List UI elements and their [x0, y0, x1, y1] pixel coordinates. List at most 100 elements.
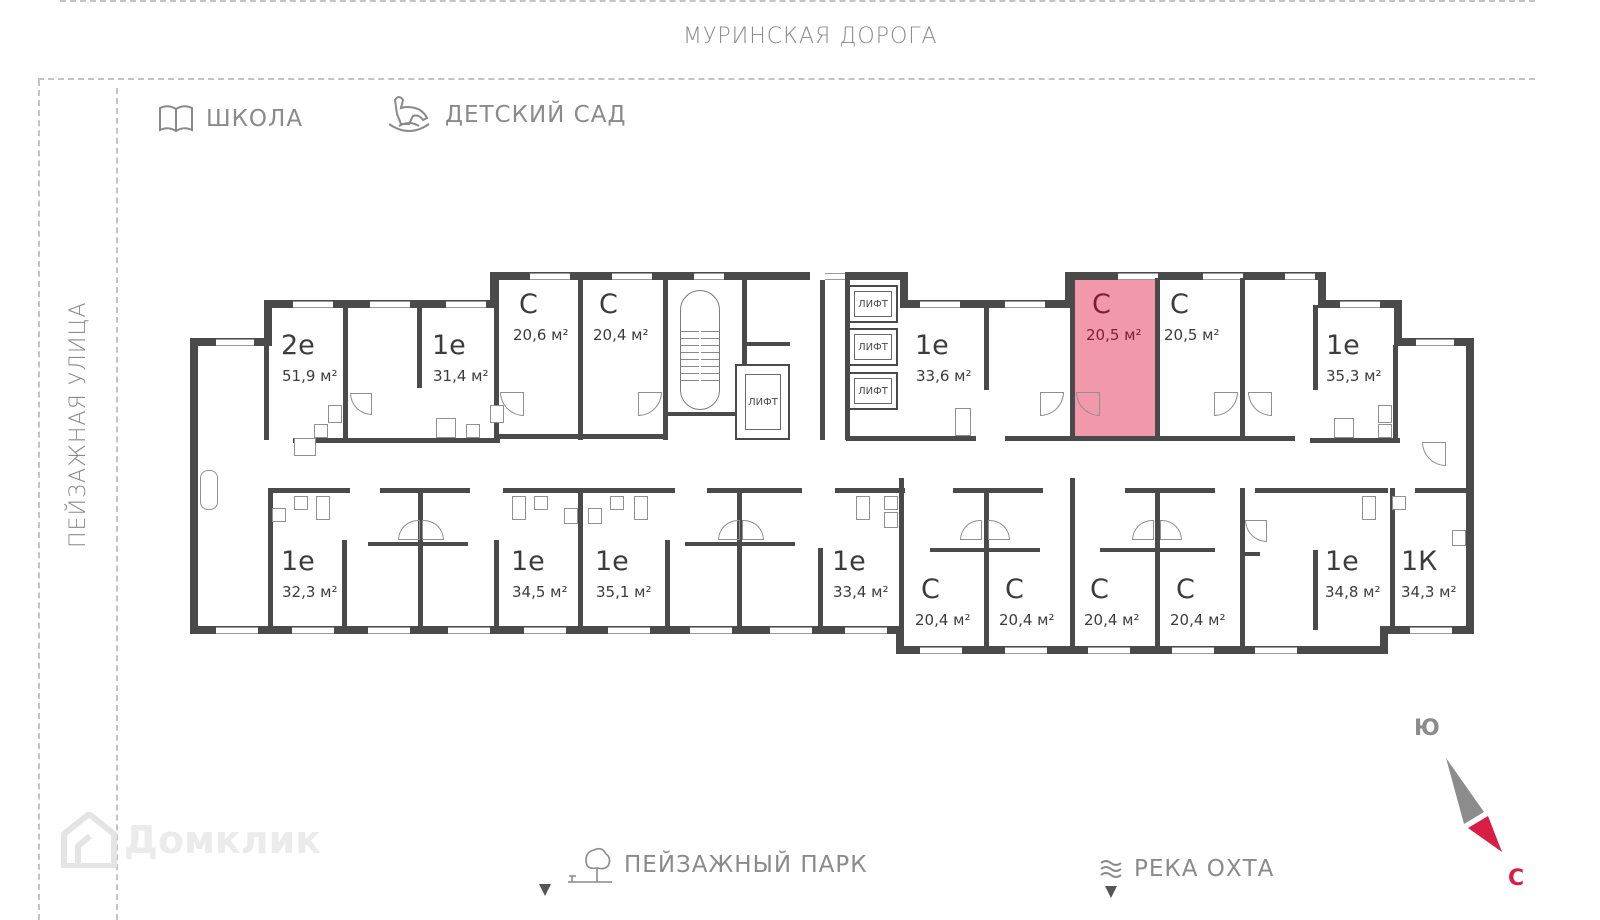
apartment-type: С — [1170, 289, 1189, 320]
shower-icon — [638, 392, 662, 416]
lift-2: ЛИФТ — [848, 328, 898, 366]
fridge-icon — [294, 438, 316, 456]
apartment-type: 1К — [1401, 546, 1438, 577]
window — [524, 627, 566, 634]
stove-icon — [1452, 530, 1466, 546]
window — [694, 273, 724, 280]
lift-3: ЛИФТ — [848, 372, 898, 410]
wall — [264, 340, 269, 440]
apartment-type: 1е — [1326, 330, 1360, 361]
apartment-type: С — [1005, 574, 1024, 605]
apartment-type: С — [1090, 574, 1109, 605]
watermark: Домклик — [60, 812, 321, 868]
apartment-type: С — [519, 289, 538, 320]
wall — [663, 280, 668, 440]
poi-school-label: ШКОЛА — [206, 106, 304, 132]
wall — [846, 436, 976, 441]
window — [770, 627, 812, 634]
wall — [668, 412, 738, 416]
apartment-area: 31,4 м² — [433, 367, 489, 385]
wall — [899, 478, 904, 628]
wall — [1390, 488, 1395, 628]
lift-label: ЛИФТ — [854, 291, 892, 317]
shower-icon — [398, 520, 420, 540]
poi-river-label: РЕКА ОХТА — [1134, 856, 1275, 882]
wall — [418, 488, 423, 628]
stove-icon — [1378, 405, 1392, 423]
wall — [665, 540, 670, 628]
window — [1410, 627, 1452, 634]
river-marker-icon — [1105, 886, 1117, 898]
window — [845, 627, 887, 634]
wall — [685, 542, 795, 546]
shower-icon — [988, 520, 1010, 540]
rocking-horse-icon — [388, 96, 430, 132]
wall — [1005, 436, 1295, 441]
wall — [417, 308, 422, 388]
shower-icon — [350, 393, 372, 415]
wall — [1065, 272, 1325, 280]
sink-icon — [314, 424, 328, 438]
lift-label: ЛИФТ — [854, 378, 892, 404]
apartment-area: 20,4 м² — [999, 611, 1055, 629]
poi-kindergarten: ДЕТСКИЙ САД — [385, 94, 626, 136]
poi-park-label: ПЕЙЗАЖНЫЙ ПАРК — [624, 852, 868, 878]
wall — [1415, 488, 1470, 493]
wall — [1240, 552, 1260, 556]
apartment-area: 32,3 м² — [282, 583, 338, 601]
stairs-right — [701, 325, 719, 385]
window — [1255, 647, 1297, 654]
apartment-type: 1е — [281, 546, 315, 577]
stove-icon — [588, 508, 602, 524]
apartment-type: 1е — [595, 546, 629, 577]
wall — [845, 280, 850, 440]
wall — [1255, 488, 1340, 493]
fridge-icon — [1334, 418, 1354, 438]
wall — [737, 488, 742, 628]
apartment-type: 1е — [832, 546, 866, 577]
shower-icon — [1214, 392, 1238, 416]
wall — [845, 272, 907, 280]
shower-icon — [742, 520, 764, 540]
apartment-area: 35,1 м² — [596, 583, 652, 601]
window — [292, 627, 334, 634]
stairs-left — [681, 325, 699, 385]
selected-apartment-highlight[interactable] — [1070, 278, 1160, 436]
shower-icon — [422, 520, 444, 540]
road-boundary-bottom — [38, 78, 1535, 80]
wall — [293, 438, 493, 443]
wall — [1380, 626, 1388, 654]
window — [368, 627, 410, 634]
window — [690, 627, 732, 634]
wall — [380, 488, 470, 493]
wall — [1070, 478, 1075, 648]
apartment-area: 34,8 м² — [1325, 583, 1381, 601]
poi-park: ПЕЙЗАЖНЫЙ ПАРК — [566, 846, 868, 884]
park-marker-icon — [539, 884, 551, 896]
wall — [900, 272, 908, 308]
wall — [930, 548, 1040, 552]
shower-icon — [718, 520, 740, 540]
shower-icon — [1245, 520, 1267, 542]
road-boundary-top — [60, 0, 1535, 2]
window — [1416, 339, 1454, 346]
shower-icon — [1422, 442, 1446, 466]
lift-1: ЛИФТ — [848, 285, 898, 323]
wall — [1155, 488, 1160, 648]
wall — [1155, 278, 1160, 440]
window — [293, 301, 333, 308]
stove-icon — [884, 512, 898, 528]
window — [1005, 647, 1047, 654]
wall — [1466, 338, 1474, 634]
window — [1203, 273, 1243, 280]
window — [216, 627, 258, 634]
wall — [578, 488, 583, 628]
wall — [1070, 278, 1075, 440]
stove-icon — [490, 405, 504, 423]
wall — [1313, 305, 1318, 390]
watermark-text: Домклик — [124, 818, 322, 862]
wall — [820, 280, 825, 440]
sink-icon — [884, 496, 898, 510]
poi-kindergarten-label: ДЕТСКИЙ САД — [445, 102, 627, 128]
